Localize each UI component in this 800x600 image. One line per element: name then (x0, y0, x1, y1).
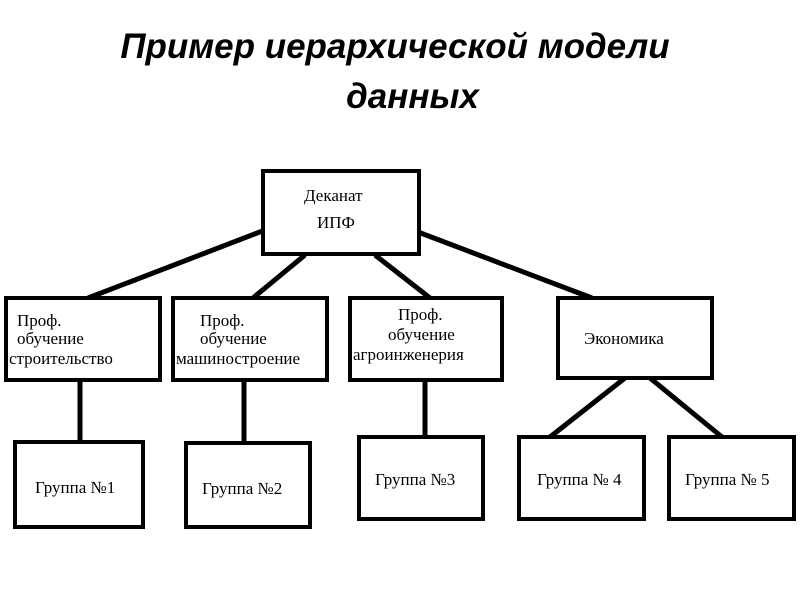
node-group-2: Группа №2 (184, 441, 312, 529)
node-mechanical-line-1: Проф. (200, 311, 245, 330)
node-agro-line-3: агроинженерия (353, 345, 464, 364)
node-root-line-1: Деканат (304, 186, 363, 205)
node-group-5-label: Группа № 5 (685, 470, 770, 489)
node-construction-training: Проф. обучение строительство (4, 296, 162, 382)
node-mechanical-training: Проф. обучение машиностроение (171, 296, 329, 382)
node-group-4: Группа № 4 (517, 435, 646, 521)
node-group-1-label: Группа №1 (35, 478, 115, 497)
node-construction-line-3: строительство (9, 349, 113, 368)
node-root-dean-office: Деканат ИПФ (261, 169, 421, 256)
edge-root-mechanical (251, 253, 307, 300)
node-group-3-label: Группа №3 (375, 470, 455, 489)
node-agro-training: Проф. обучение агроинженерия (348, 296, 504, 382)
node-root-line-2: ИПФ (317, 213, 355, 232)
node-group-4-label: Группа № 4 (537, 470, 622, 489)
node-group-3: Группа №3 (357, 435, 485, 521)
node-group-1: Группа №1 (13, 440, 145, 529)
edge-root-construction (87, 227, 266, 301)
node-group-2-label: Группа №2 (202, 479, 282, 498)
node-mechanical-line-2: обучение (200, 329, 267, 348)
edge-economics-group5 (648, 376, 724, 439)
page-title: Пример иерархической модели данных (0, 22, 800, 122)
node-agro-line-1: Проф. (398, 305, 443, 324)
edge-root-economics (417, 229, 593, 301)
node-economics-line-1: Экономика (584, 329, 664, 348)
node-economics: Экономика (556, 296, 714, 380)
edge-economics-group4 (548, 376, 627, 439)
node-group-5: Группа № 5 (667, 435, 796, 521)
node-agro-line-2: обучение (388, 325, 455, 344)
node-construction-line-2: обучение (17, 329, 84, 348)
node-mechanical-line-3: машиностроение (176, 349, 300, 368)
title-line-1: Пример иерархической модели (120, 27, 670, 66)
edge-root-agro (373, 253, 432, 300)
title-line-2: данных (346, 77, 479, 116)
node-construction-line-1: Проф. (17, 311, 62, 330)
